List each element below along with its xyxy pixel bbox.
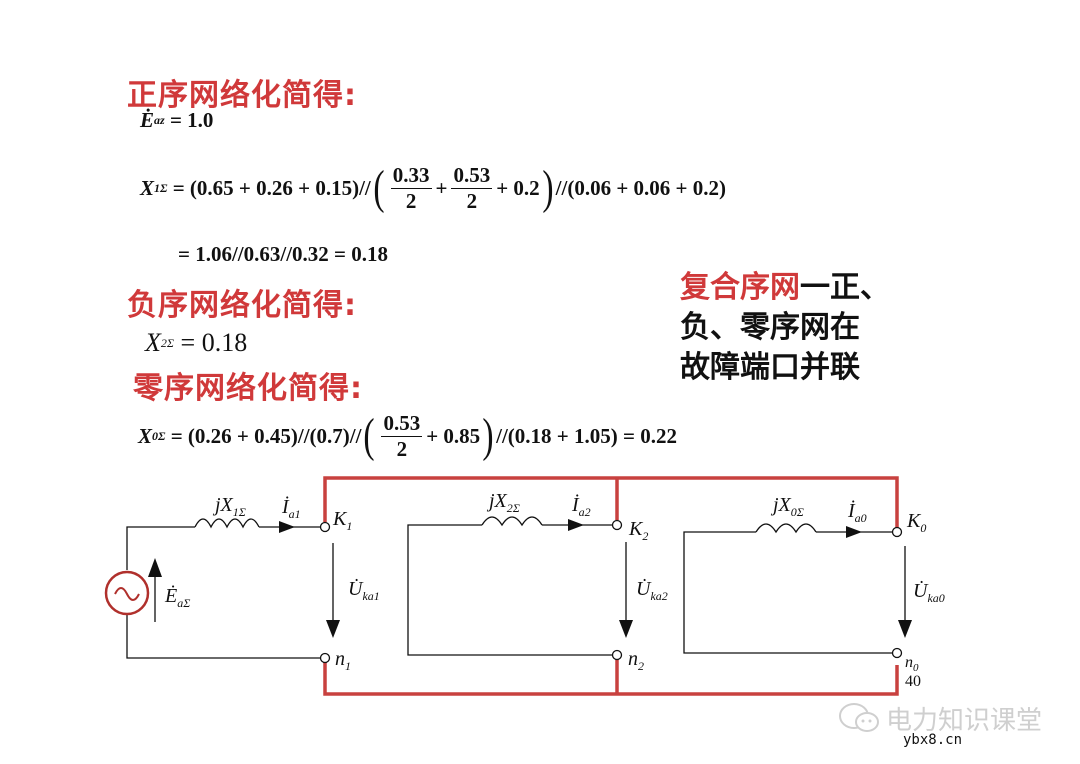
open-paren: ( <box>363 409 376 462</box>
current-arrow-icon <box>568 519 584 531</box>
watermark-brand: 电力知识课堂 <box>886 706 1043 736</box>
inductor-icon <box>481 516 543 527</box>
voltage-arrow-icon <box>326 620 340 638</box>
voltage-arrow-icon <box>898 620 912 638</box>
emf-arrow-icon <box>148 558 162 577</box>
terminal-n1 <box>319 652 331 664</box>
sine-wave-icon <box>114 587 140 601</box>
node-n1-label: n1 <box>335 648 351 673</box>
positive-sequence-heading: 正序网络化简得: <box>127 78 357 113</box>
ac-source-icon <box>104 570 150 616</box>
negative-sequence-heading: 负序网络化简得: <box>127 288 357 323</box>
source-emf-label: ĖaΣ <box>165 585 191 610</box>
close-paren: ) <box>482 409 494 462</box>
voltage-label-2: U̇ka2 <box>636 578 668 603</box>
voltage-arrow-icon <box>619 620 633 638</box>
terminal-k1 <box>319 521 331 533</box>
reactance-label-0: jX0Σ <box>773 494 804 519</box>
current-label-2: İa2 <box>572 494 591 519</box>
zero-sequence-network <box>683 523 906 659</box>
voltage-label-0: U̇ka0 <box>913 580 945 605</box>
node-k0-label: K0 <box>907 510 927 535</box>
node-n2-label: n2 <box>628 648 644 673</box>
inductor-icon <box>755 523 817 534</box>
parallel-bus <box>323 476 899 696</box>
watermark-site: ybx8.cn <box>903 732 963 748</box>
voltage-label-1: U̇ka1 <box>348 578 380 603</box>
node-k2-label: K2 <box>629 518 649 543</box>
reactance-label-2: jX2Σ <box>489 490 520 515</box>
page-number: 40 <box>905 673 921 690</box>
current-arrow-icon <box>846 526 862 538</box>
zero-sequence-heading: 零序网络化简得: <box>133 371 363 406</box>
positive-reactance-result: = 1.06//0.63//0.32 = 0.18 <box>178 242 389 266</box>
current-arrow-icon <box>279 521 295 533</box>
close-paren: ) <box>542 161 554 214</box>
emf-symbol: Ė <box>140 108 155 132</box>
wechat-icon <box>838 700 882 740</box>
current-label-0: İa0 <box>848 500 867 525</box>
current-label-1: İa1 <box>282 496 301 521</box>
positive-sequence-network <box>126 518 334 664</box>
node-k1-label: K1 <box>333 508 353 533</box>
reactance-label-1: jX1Σ <box>215 494 246 519</box>
node-n0-label: n0 <box>905 654 919 675</box>
open-paren: ( <box>373 161 385 214</box>
negative-sequence-network <box>407 516 627 661</box>
composite-network-note: 复合序网一正、 负、零序网在 故障端口并联 <box>680 270 890 385</box>
inductor-icon <box>194 518 260 529</box>
